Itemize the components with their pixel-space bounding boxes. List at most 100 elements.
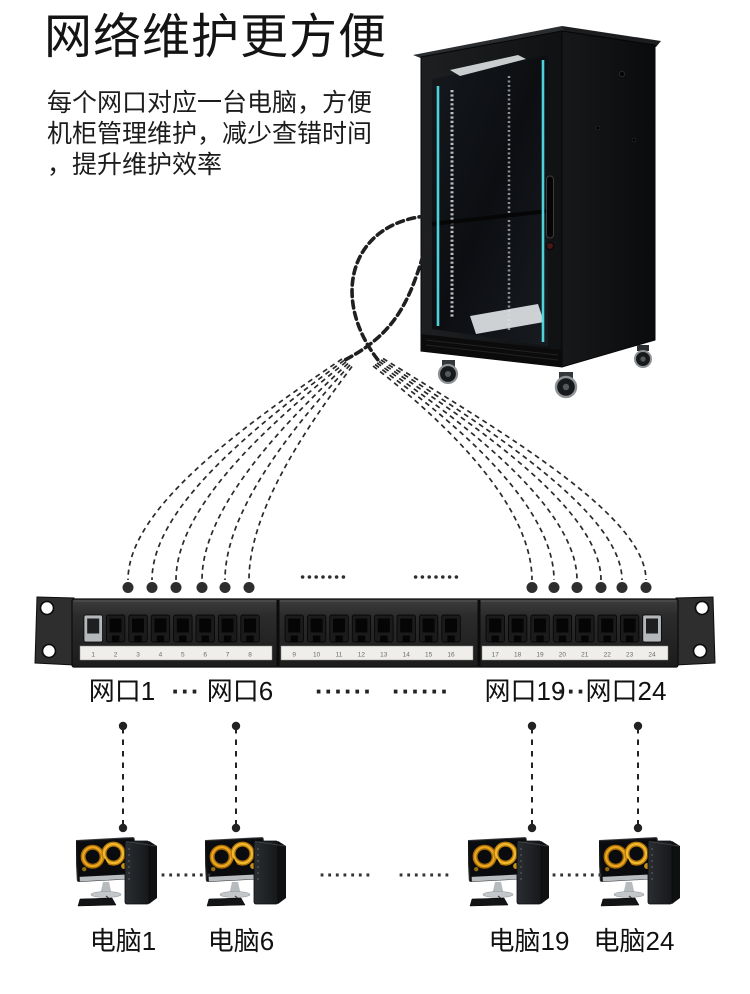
page-title: 网络维护更方便 (44, 11, 388, 64)
ear-hole (41, 643, 57, 659)
ellipsis-dots: ······ (392, 676, 450, 706)
connector-dot (633, 721, 643, 731)
rj45-clip-notch (491, 635, 499, 642)
port-number: 9 (292, 652, 296, 659)
rj45-jack-opening (400, 618, 413, 633)
port-number: 7 (226, 652, 230, 659)
rj45-clip-notch (357, 635, 366, 642)
caster-hub (562, 383, 570, 391)
caster-hub (445, 371, 451, 377)
rj45-clip-notch (558, 635, 567, 642)
port-number: 5 (181, 652, 185, 659)
computer-label-6: 电脑6 (207, 926, 275, 956)
computer-separator-row: ······· ······· ······· ······· (0, 866, 750, 886)
connector-dot (118, 721, 128, 731)
computer-label-row: 电脑1 电脑6 电脑19 电脑24 (0, 924, 750, 958)
port-label-6: 网口6 (206, 676, 274, 706)
port-number: 13 (380, 652, 388, 659)
ellipsis-dots-mid (300, 575, 459, 579)
rj45-clip-notch (335, 635, 343, 642)
patch-cable (380, 359, 623, 581)
rj45-clip-notch (625, 635, 634, 642)
ellipsis-dots: ··· (557, 676, 587, 706)
connector-dot (231, 721, 241, 731)
cable-end-dot (616, 582, 628, 593)
port-number: 3 (136, 652, 140, 659)
ear-hole (692, 643, 708, 659)
computer-label-24: 电脑24 (593, 926, 675, 956)
rj45-jack-opening (109, 618, 122, 633)
port-number: 18 (514, 652, 522, 659)
cable-end-dot (170, 582, 182, 593)
port-number: 24 (648, 652, 656, 659)
port-number-strip (79, 645, 273, 661)
connector-dot (527, 823, 537, 833)
rack-top-rim-front (413, 26, 567, 59)
rj45-clip-notch (246, 635, 254, 642)
description-line-3: ，提升维护效率 (47, 151, 223, 179)
rack-side-hole (595, 125, 601, 131)
ellipsis-dots: ······· (319, 865, 373, 887)
port-number: 8 (248, 652, 252, 659)
ellipsis-dots: ······· (551, 865, 605, 887)
rj45-clip-notch (179, 635, 187, 642)
description-line-1: 每个网口对应一台电脑，方便 (47, 89, 373, 117)
ear-hole (694, 600, 710, 616)
door-lock (546, 242, 554, 250)
rj45-jack-opening (489, 618, 502, 633)
port-number: 22 (604, 652, 612, 659)
rack-vent-plinth (421, 334, 562, 367)
connector-dot (118, 823, 128, 833)
rj45-jack-opening (87, 618, 100, 634)
patch-cable (151, 359, 345, 581)
rj45-clip-notch (603, 635, 611, 642)
port-number: 20 (559, 652, 567, 659)
door-handle (546, 175, 554, 239)
rj45-jack-opening (199, 618, 212, 633)
rj45-clip-notch (581, 635, 589, 642)
cable-end-dot (243, 582, 255, 593)
vent-line (425, 339, 559, 356)
port-number: 1 (91, 652, 95, 659)
patch-cable (382, 357, 647, 581)
caster-hub (640, 356, 646, 362)
port-number: 23 (626, 652, 634, 659)
caster-mount (637, 345, 649, 351)
rj45-clip-notch (111, 635, 120, 642)
description: 每个网口对应一台电脑，方便 机柜管理维护，减少查错时间 ，提升维护效率 (47, 88, 372, 181)
rj45-clip-notch (402, 635, 410, 642)
rj45-jack-opening (310, 618, 323, 633)
rj45-jack-opening (221, 618, 234, 633)
rj45-jack-opening (154, 618, 167, 633)
connector-dot (527, 721, 537, 731)
rj45-clip-notch (380, 635, 388, 642)
cable-end-dot (548, 582, 560, 593)
cable-fan (122, 214, 652, 593)
port-number-strip (481, 645, 669, 661)
rj45-jack-opening (355, 618, 368, 633)
rj45-clip-notch (290, 635, 298, 642)
paper-sheet (470, 304, 544, 334)
rj45-jack-opening (333, 618, 345, 633)
trunk-cable (350, 214, 428, 362)
rack-shelf (431, 209, 549, 226)
trunk-cable (343, 232, 431, 362)
patch-cable (175, 361, 347, 581)
port-number-strip (280, 645, 474, 661)
cable-end-dot (595, 582, 607, 593)
cable-end-dot (526, 582, 538, 593)
port-number: 11 (336, 652, 343, 659)
connector-dot (633, 823, 643, 833)
cable-end-dot (219, 582, 231, 593)
rj45-clip-notch (424, 635, 433, 642)
patch-cable (224, 364, 351, 581)
port-number: 6 (203, 652, 207, 659)
rj45-jack-opening (511, 618, 524, 633)
rj45-jack-opening (244, 618, 256, 633)
cable-end-dot (196, 582, 208, 593)
vent-line (425, 344, 559, 361)
rj45-jack-opening (646, 618, 658, 634)
